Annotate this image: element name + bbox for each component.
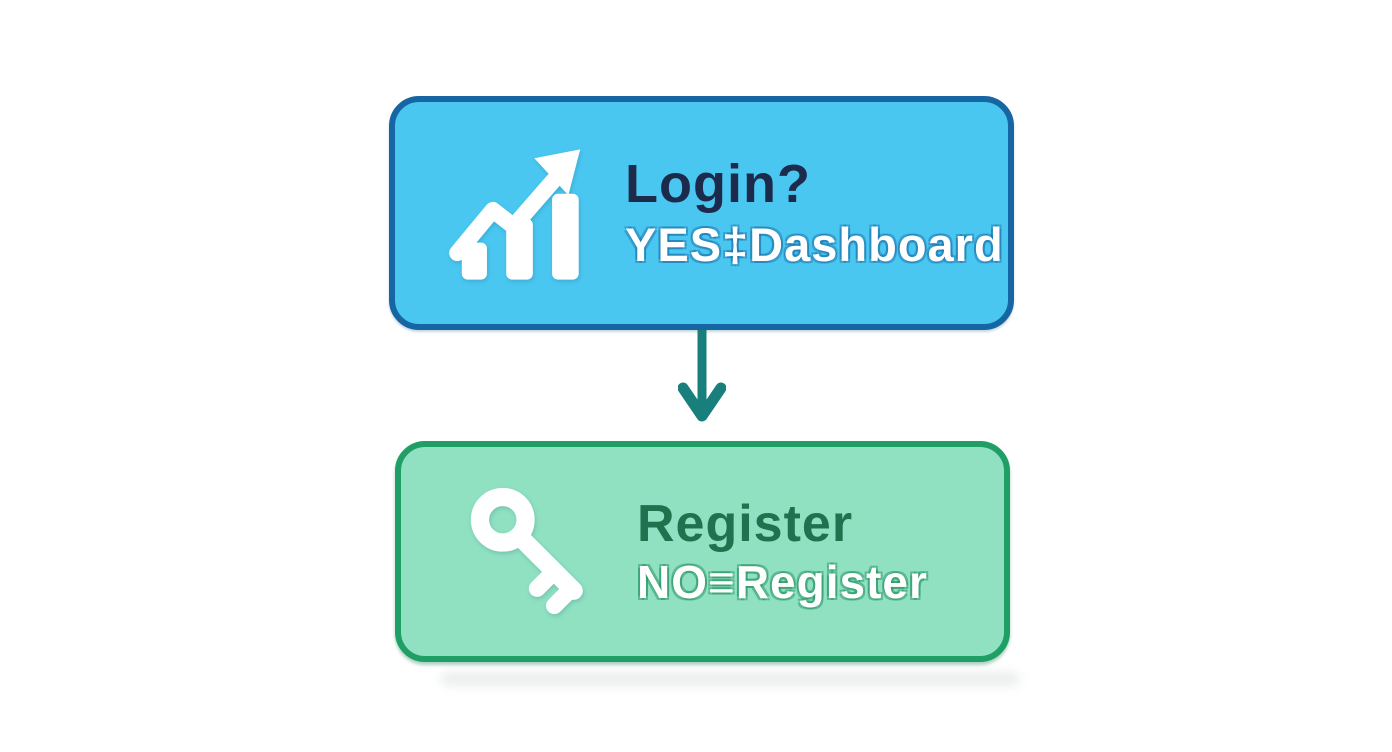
register-node-title: Register [637,494,854,553]
login-node-subtitle: YES‡Dashboard [625,218,1004,272]
flowchart-node-login[interactable]: Login? YES‡Dashboard [389,96,1014,330]
flowchart-node-register[interactable]: Register NO≡Register [395,441,1010,662]
register-node-subtitle: NO≡Register [637,556,928,609]
shadow-smudge [440,672,1020,686]
login-node-title: Login? [625,154,811,215]
arrow-down-connector [678,330,726,422]
trending-up-chart-icon [447,139,595,287]
key-icon [459,476,611,628]
